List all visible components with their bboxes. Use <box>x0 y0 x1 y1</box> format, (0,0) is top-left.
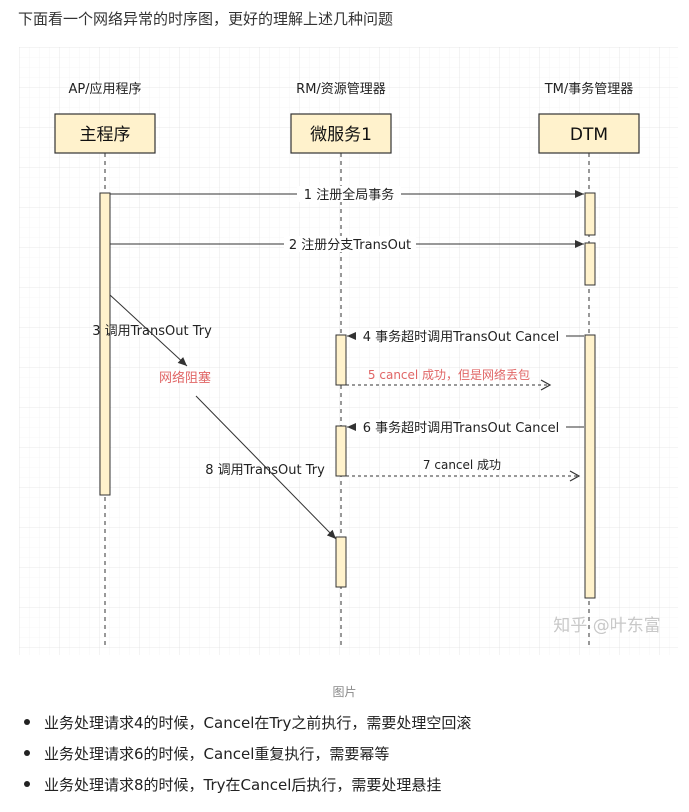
message-1-label: 1 注册全局事务 <box>304 187 394 203</box>
message-8-label: 8 调用TransOut Try <box>205 463 325 478</box>
participant-label-rm: 微服务1 <box>310 125 372 145</box>
message-6-label-bg <box>356 419 566 435</box>
activation-tm-1 <box>584 192 596 236</box>
participant-header-rm: RM/资源管理器 <box>296 82 386 97</box>
network-blocked-label: 网络阻塞 <box>159 370 211 386</box>
participant-header-tm: TM/事务管理器 <box>544 81 634 97</box>
bullet-dot <box>24 750 30 756</box>
participant-box-rm <box>290 113 392 154</box>
sequence-diagram: AP/应用程序 RM/资源管理器 TM/事务管理器 主程序 微服务1 DTM 1… <box>19 47 678 655</box>
bullet-item: 业务处理请求6的时候，Cancel重复执行，需要幂等 <box>20 741 471 772</box>
message-3-label: 3 调用TransOut Try <box>92 324 212 339</box>
participant-box-tm <box>538 113 640 154</box>
activation-rm-2 <box>335 425 347 477</box>
message-4-label-bg <box>356 328 566 344</box>
activation-app <box>99 192 111 496</box>
activation-tm-2 <box>584 242 596 286</box>
participant-header-app: AP/应用程序 <box>68 81 141 97</box>
activation-tm-3 <box>584 334 596 599</box>
message-1-label-bg <box>297 186 401 202</box>
message-7-label: 7 cancel 成功 <box>423 458 501 472</box>
message-4-label: 4 事务超时调用TransOut Cancel <box>363 329 560 345</box>
bullet-dot <box>24 719 30 725</box>
bullet-text: 业务处理请求4的时候，Cancel在Try之前执行，需要处理空回滚 <box>44 714 472 732</box>
participant-box-app <box>54 113 156 154</box>
message-2-label-bg <box>284 236 416 252</box>
bullet-dot <box>24 781 30 787</box>
bullet-text: 业务处理请求6的时候，Cancel重复执行，需要幂等 <box>44 745 390 763</box>
participant-label-app: 主程序 <box>80 125 131 145</box>
message-5-label: 5 cancel 成功，但是网络丢包 <box>368 367 530 382</box>
bullet-item: 业务处理请求8的时候，Try在Cancel后执行，需要处理悬挂 <box>20 772 471 803</box>
bullet-item: 业务处理请求4的时候，Cancel在Try之前执行，需要处理空回滚 <box>20 710 471 741</box>
activation-rm-3 <box>335 536 347 588</box>
message-3-arrow <box>109 294 188 367</box>
message-8-arrow <box>195 395 337 540</box>
message-2-label: 2 注册分支TransOut <box>289 238 411 253</box>
intro-text: 下面看一个网络异常的时序图，更好的理解上述几种问题 <box>18 10 394 28</box>
bullet-list: 业务处理请求4的时候，Cancel在Try之前执行，需要处理空回滚 业务处理请求… <box>20 710 471 803</box>
participant-label-tm: DTM <box>570 125 608 145</box>
watermark: 知乎 @叶东富 <box>553 616 660 636</box>
bullet-text: 业务处理请求8的时候，Try在Cancel后执行，需要处理悬挂 <box>44 776 442 794</box>
message-6-label: 6 事务超时调用TransOut Cancel <box>363 420 560 436</box>
activation-rm-1 <box>335 334 347 386</box>
image-caption: 图片 <box>332 685 357 699</box>
